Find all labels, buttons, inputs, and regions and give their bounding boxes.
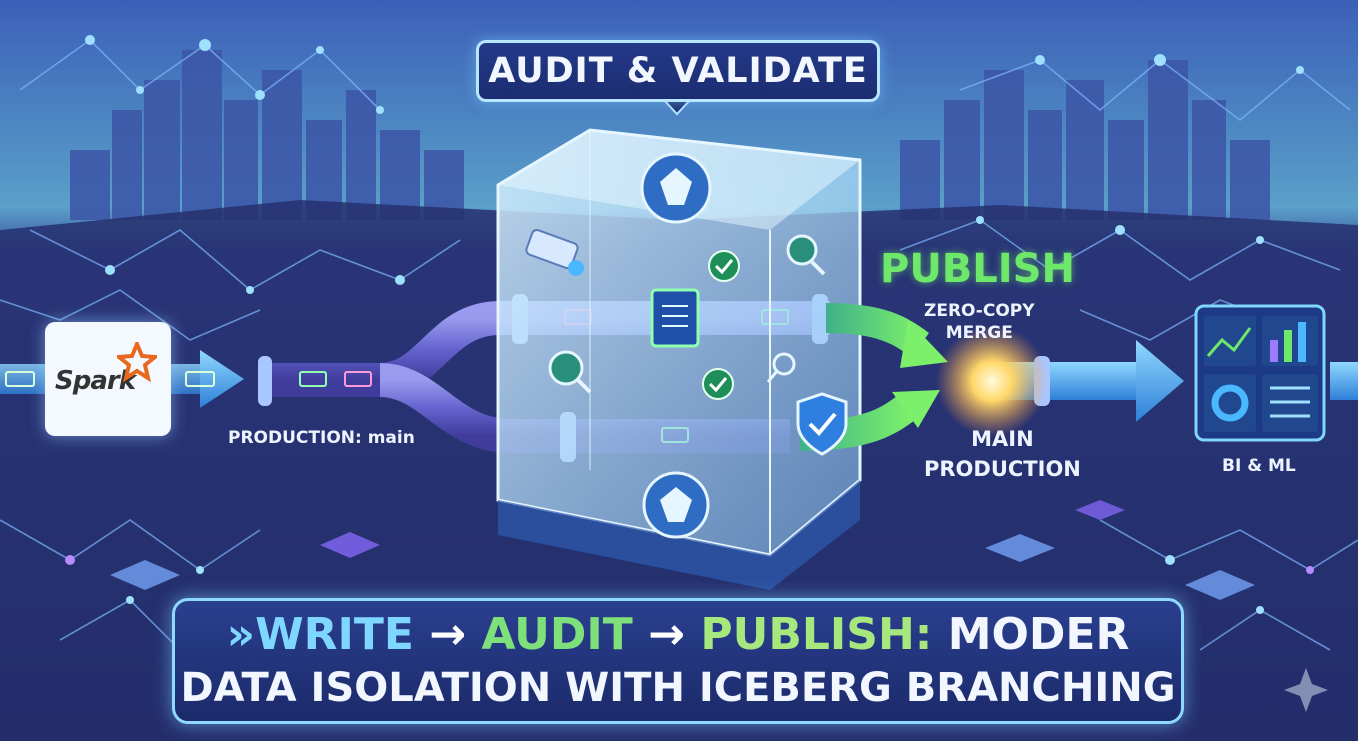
shield-check-icon bbox=[796, 392, 848, 456]
spark-logo-text: Spark bbox=[55, 366, 136, 396]
checkmark-icon bbox=[708, 250, 740, 282]
checkmark-icon bbox=[702, 368, 734, 400]
zero-copy-merge-label: ZERO-COPY MERGE bbox=[924, 300, 1035, 344]
title-modern: MODER bbox=[947, 609, 1130, 660]
audit-validate-badge: AUDIT & VALIDATE bbox=[476, 40, 880, 102]
production-line: PRODUCTION bbox=[924, 457, 1081, 481]
production-branch-label: PRODUCTION: main bbox=[228, 428, 415, 448]
iceberg-icon bbox=[640, 152, 712, 224]
publish-label: PUBLISH bbox=[880, 246, 1075, 292]
zero-copy-line: ZERO-COPY bbox=[924, 301, 1035, 321]
title-audit: AUDIT bbox=[481, 609, 633, 660]
spark-logo-card: Spark bbox=[45, 322, 171, 436]
merge-line: MERGE bbox=[945, 323, 1013, 343]
magnifier-icon bbox=[766, 352, 796, 383]
title-arrow-2: → bbox=[648, 609, 686, 660]
merge-glow bbox=[936, 325, 1048, 437]
title-arrow-1: → bbox=[429, 609, 467, 660]
title-banner: »WRITE → AUDIT → PUBLISH: MODER DATA ISO… bbox=[172, 598, 1184, 724]
sparkle-icon bbox=[1284, 668, 1328, 712]
main-production-label: MAIN PRODUCTION bbox=[924, 424, 1081, 484]
iceberg-icon bbox=[642, 471, 710, 539]
title-line-1: »WRITE → AUDIT → PUBLISH: MODER bbox=[175, 609, 1181, 660]
camera-icon bbox=[525, 228, 584, 276]
document-icon bbox=[650, 288, 700, 348]
network-nodes bbox=[65, 35, 1314, 614]
skyline-right bbox=[900, 60, 1270, 220]
magnifier-icon bbox=[548, 350, 592, 394]
title-publish: PUBLISH: bbox=[700, 609, 933, 660]
title-prefix: » bbox=[226, 609, 256, 660]
spark-logo-icon bbox=[117, 342, 157, 382]
magnifier-icon bbox=[786, 234, 826, 276]
consumer-label: BI & ML bbox=[1222, 456, 1296, 476]
dashboard-icon bbox=[1194, 304, 1326, 442]
main-line: MAIN bbox=[971, 427, 1034, 451]
title-write: WRITE bbox=[255, 609, 414, 660]
title-line-2: DATA ISOLATION WITH ICEBERG BRANCHING bbox=[180, 665, 1176, 711]
floor-platforms bbox=[110, 500, 1255, 600]
